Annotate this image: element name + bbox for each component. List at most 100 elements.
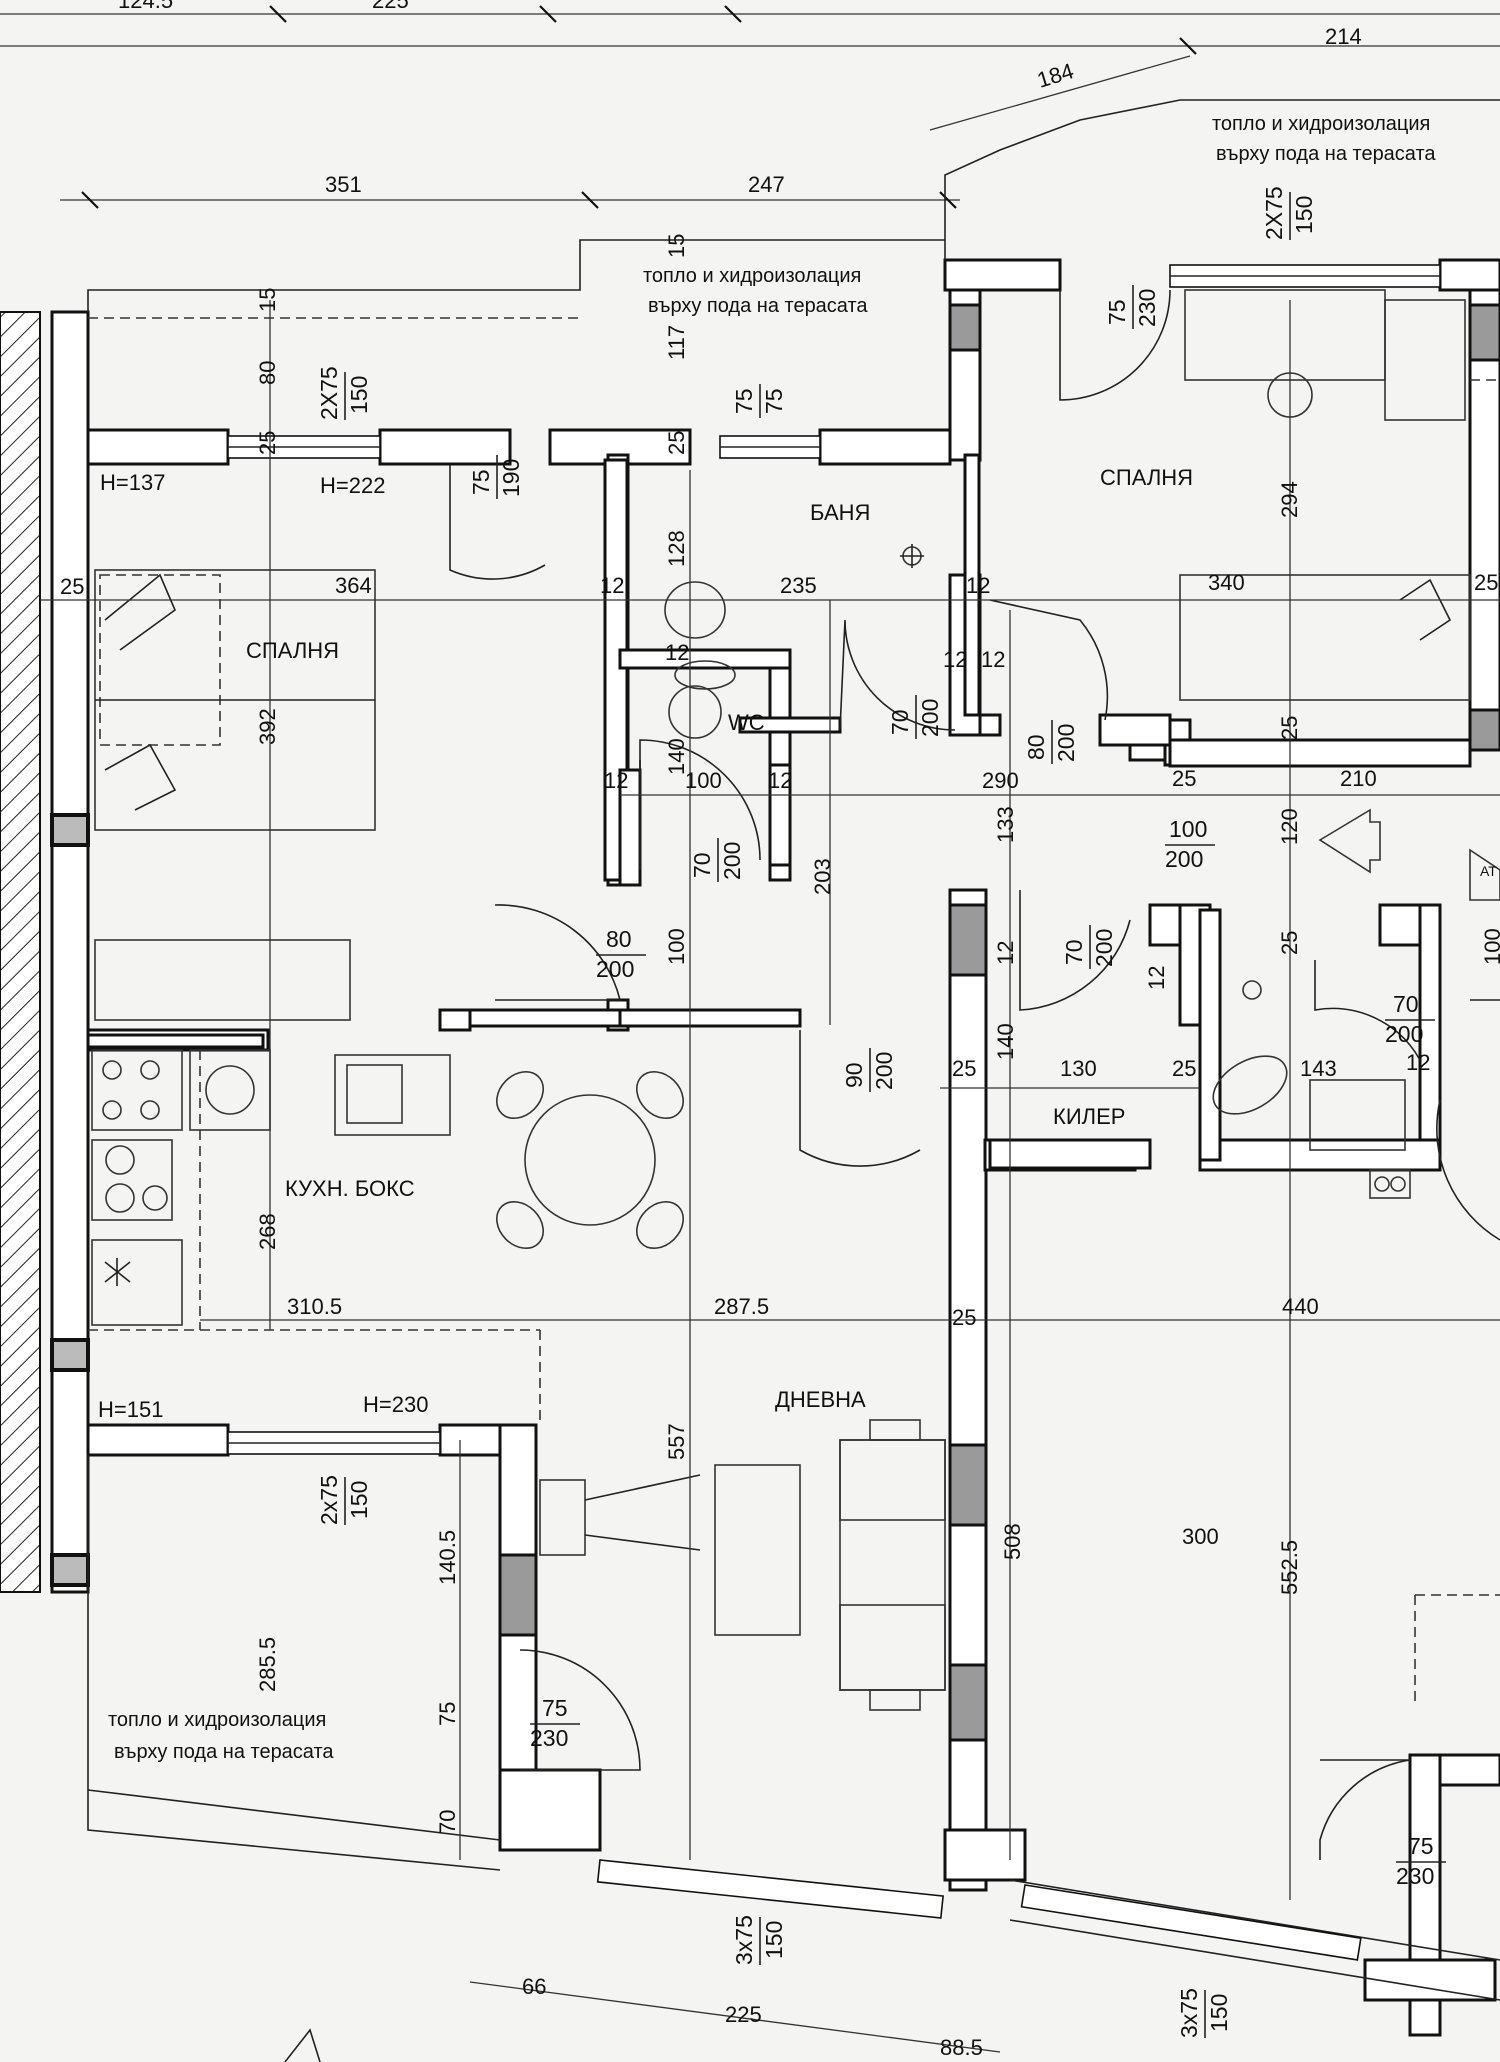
room-wc: WC [728, 710, 765, 735]
door-80-200-b-top: 80 [1023, 734, 1049, 760]
door-75-75-top: 75 [731, 388, 757, 414]
dim-140-5: 140.5 [435, 1530, 460, 1585]
dim-300: 300 [1182, 1524, 1219, 1549]
door-100-200-top: 100 [1169, 816, 1207, 842]
dim-25a: 25 [255, 431, 280, 455]
furniture [88, 289, 1500, 1711]
dim-214: 214 [1325, 24, 1362, 49]
dim-557: 557 [664, 1423, 689, 1460]
dim-225: 225 [725, 2002, 762, 2027]
terrace-outlines [87, 99, 1500, 2001]
dim-225-top: 225 [372, 0, 409, 13]
window-2x75-150-a-top: 2X75 [316, 366, 342, 420]
dim-285-5: 285.5 [255, 1637, 280, 1692]
terrace-note-top-line2: върху пода на терасата [648, 295, 868, 317]
dim-290: 290 [982, 768, 1019, 793]
window-3x75-150-a-top: 3x75 [731, 1915, 757, 1965]
height-h230: H=230 [363, 1392, 428, 1417]
dim-247: 247 [748, 172, 785, 197]
door-75-230-b-bottom: 230 [530, 1725, 568, 1751]
room-kitchen: КУХН. БОКС [285, 1176, 415, 1201]
dim-364: 364 [335, 573, 372, 598]
door-75-230-c-top: 75 [1408, 1833, 1434, 1859]
room-storage: КИЛЕР [1053, 1104, 1125, 1129]
dim-12e: 12 [966, 573, 990, 598]
door-75-75-bottom: 75 [761, 388, 787, 414]
dim-268: 268 [255, 1213, 280, 1250]
exterior-wall-hatched [0, 311, 41, 1593]
door-75-230-a-top: 75 [1104, 299, 1130, 325]
window-2x75-150-c-bottom: 150 [346, 1481, 372, 1519]
door-80-200-b-bottom: 200 [1053, 724, 1079, 762]
dim-117: 117 [664, 325, 689, 360]
room-bedroom-right: СПАЛНЯ [1100, 465, 1193, 490]
dim-80: 80 [255, 361, 280, 385]
door-70-200-d-top: 70 [1393, 991, 1419, 1017]
dim-140b: 140 [993, 1023, 1018, 1060]
window-2x75-150-b-top: 2X75 [1261, 186, 1287, 240]
dim-25i: 25 [1172, 766, 1196, 791]
dim-133: 133 [993, 806, 1018, 843]
dim-124-5: 124.5 [118, 0, 173, 13]
dim-25c: 25 [60, 574, 84, 599]
room-living: ДНЕВНА [775, 1387, 866, 1412]
dim-25b: 25 [664, 431, 689, 455]
dim-294: 294 [1277, 481, 1302, 518]
window-3x75-150-b-bottom: 150 [1206, 1994, 1232, 2032]
door-70-200-b-top: 70 [689, 852, 715, 878]
dim-12i: 12 [993, 941, 1018, 965]
dim-143: 143 [1300, 1056, 1337, 1081]
dim-203: 203 [810, 858, 835, 895]
terrace-note-top-line1: топло и хидроизолация [643, 265, 861, 287]
height-h151: H=151 [98, 1397, 163, 1422]
dim-15a: 15 [255, 288, 280, 312]
dim-552-5: 552.5 [1277, 1540, 1302, 1595]
dim-392: 392 [255, 708, 280, 745]
dim-25g: 25 [952, 1305, 976, 1330]
window-3x75-150-a-bottom: 150 [761, 1921, 787, 1959]
walls [50, 258, 1500, 2037]
dim-25e: 25 [952, 1056, 976, 1081]
dim-287-5: 287.5 [714, 1294, 769, 1319]
door-70-200-c-top: 70 [1061, 939, 1087, 965]
door-70-200-b-bottom: 200 [719, 842, 745, 880]
dim-88-5: 88.5 [940, 2035, 983, 2060]
terrace-notes: топло и хидроизолация върху пода на тера… [108, 113, 1436, 1763]
door-80-200-a-top: 80 [606, 926, 632, 952]
dim-140a: 140 [664, 738, 689, 775]
dim-12f: 12 [604, 768, 628, 793]
dim-12j: 12 [1406, 1050, 1430, 1075]
dim-25j: 25 [1277, 931, 1302, 955]
dimension-numbers: 214 184 351 247 364 235 340 25 25 100 29… [60, 24, 1498, 2060]
dim-210: 210 [1340, 766, 1377, 791]
window-2x75-150-c-top: 2x75 [316, 1475, 342, 1525]
dim-12d: 12 [981, 647, 1005, 672]
dim-12a: 12 [600, 573, 624, 598]
dim-15b: 15 [664, 234, 689, 258]
dim-100c: 100 [1480, 928, 1500, 965]
dim-12h: 12 [1144, 966, 1169, 990]
opening-labels: 2X75 150 2X75 150 2x75 150 3x75 150 3x75… [316, 186, 1446, 2038]
dim-12g: 12 [768, 768, 792, 793]
edge-label-at: AT [1480, 863, 1497, 879]
door-70-200-d-bottom: 200 [1385, 1021, 1423, 1047]
door-80-200-a-bottom: 200 [596, 956, 634, 982]
window-2x75-150-b-bottom: 150 [1291, 196, 1317, 234]
terrace-note-right-line1: топло и хидроизолация [1212, 113, 1430, 135]
dim-130: 130 [1060, 1056, 1097, 1081]
dim-120: 120 [1277, 808, 1302, 845]
dim-25f: 25 [1277, 716, 1302, 740]
windows [227, 264, 1441, 1961]
door-75-190-bottom: 190 [498, 459, 524, 497]
dim-235: 235 [780, 573, 817, 598]
door-75-230-b-top: 75 [542, 1695, 568, 1721]
partitions [86, 453, 1472, 1170]
door-75-190-top: 75 [468, 469, 494, 495]
room-bedroom-left: СПАЛНЯ [246, 638, 339, 663]
room-labels: СПАЛНЯ СПАЛНЯ БАНЯ WC КУХН. БОКС ДНЕВНА … [246, 465, 1193, 1412]
dim-66: 66 [522, 1974, 546, 1999]
dim-310-5: 310.5 [287, 1294, 342, 1319]
doors [449, 289, 1500, 1860]
window-3x75-150-b-top: 3x75 [1176, 1988, 1202, 2038]
dim-128: 128 [664, 530, 689, 567]
